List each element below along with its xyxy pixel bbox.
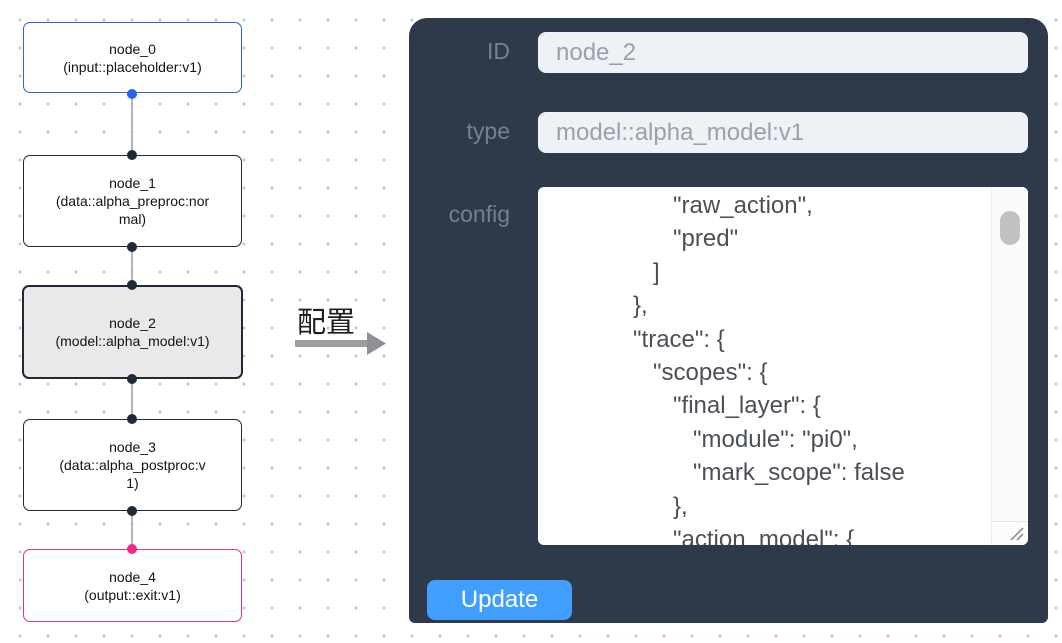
node-subtitle: (data::alpha_preproc:normal) [55, 193, 210, 227]
update-button[interactable]: Update [427, 580, 572, 620]
edge-node0-node1 [131, 94, 133, 156]
handle-node3-target[interactable] [127, 414, 137, 424]
edge-node1-node2 [131, 247, 133, 286]
node-subtitle: (input::placeholder:v1) [63, 58, 202, 75]
node-subtitle: (model::alpha_model:v1) [55, 333, 210, 349]
edge-node2-node3 [131, 379, 133, 420]
id-input[interactable] [538, 32, 1028, 73]
handle-node2-target[interactable] [127, 280, 137, 290]
flow-node-preproc[interactable]: node_1 (data::alpha_preproc:normal) [23, 155, 242, 247]
edge-node3-node4 [131, 511, 133, 550]
config-json-text[interactable]: "raw_action", "pred" ] }, "trace": { "sc… [633, 192, 905, 545]
right-arrow-icon [295, 332, 386, 355]
handle-node0-source[interactable] [127, 89, 137, 99]
type-field-label: type [466, 118, 510, 144]
node-title: node_4 [109, 568, 156, 585]
config-textarea[interactable]: "raw_action", "pred" ] }, "trace": { "sc… [538, 187, 1028, 545]
handle-node3-source[interactable] [127, 506, 137, 516]
handle-node2-source[interactable] [127, 374, 137, 384]
node-subtitle: (output::exit:v1) [84, 586, 181, 603]
flow-node-model-selected[interactable]: node_2 (model::alpha_model:v1) [22, 285, 243, 379]
flow-node-input[interactable]: node_0 (input::placeholder:v1) [23, 22, 242, 93]
flow-node-output[interactable]: node_4 (output::exit:v1) [23, 549, 242, 622]
resize-grip-icon[interactable] [1007, 524, 1025, 542]
type-input[interactable] [538, 112, 1028, 153]
scrollbar-track[interactable] [991, 187, 1028, 521]
node-title: node_3 [109, 439, 156, 455]
node-subtitle: (data::alpha_postproc:v1) [59, 457, 206, 491]
node-title: node_0 [109, 40, 156, 57]
node-config-panel: ID type config "raw_action", "pred" ] },… [409, 18, 1048, 623]
scrollbar-corner [991, 521, 1028, 545]
node-title: node_1 [109, 175, 156, 191]
node-title: node_2 [109, 315, 156, 331]
handle-node1-source[interactable] [127, 242, 137, 252]
scrollbar-thumb[interactable] [1000, 211, 1020, 245]
id-field-label: ID [487, 38, 510, 64]
config-field-label: config [448, 201, 510, 227]
handle-node4-target[interactable] [127, 544, 137, 554]
configure-label: 配置 [297, 307, 356, 339]
handle-node1-target[interactable] [127, 150, 137, 160]
flow-node-postproc[interactable]: node_3 (data::alpha_postproc:v1) [23, 419, 242, 511]
